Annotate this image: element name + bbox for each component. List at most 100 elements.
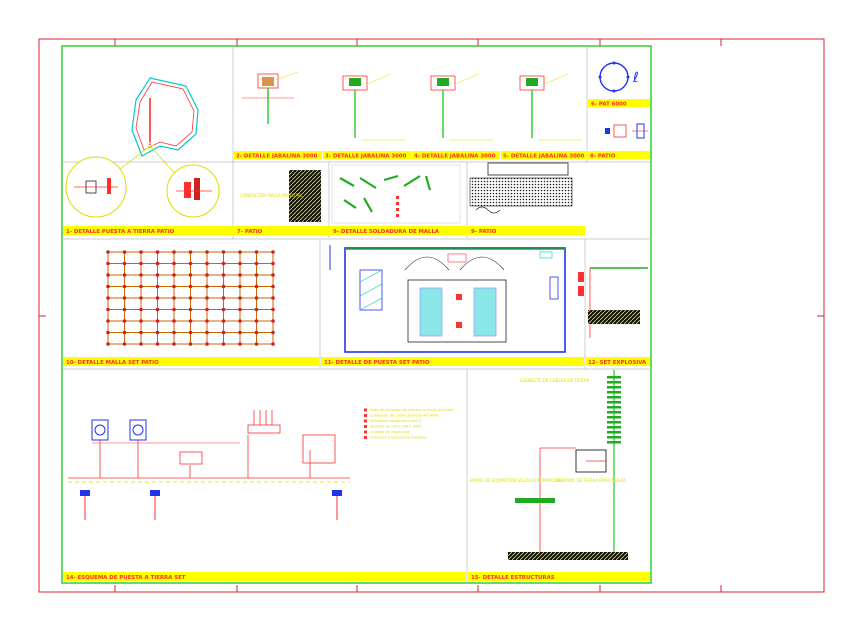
barra-label: BARRA DE EQUIPOTENCIALIZACION PRINCIPAL bbox=[470, 478, 563, 483]
title-p1: 1- DETALLE PUESTA A TIERRA PATIO bbox=[66, 229, 175, 235]
tower-rung bbox=[607, 441, 621, 444]
mesh-node bbox=[271, 261, 275, 266]
mesh-node bbox=[172, 261, 176, 266]
svg-text:ℓ: ℓ bbox=[632, 70, 639, 86]
title-p7: 7- PATIO bbox=[237, 229, 263, 235]
title-p3: 3- DETALLE JABALINA 3000 bbox=[325, 154, 407, 160]
mesh-node bbox=[106, 284, 110, 289]
mesh-node bbox=[254, 319, 259, 323]
legend-item: Conexion a estructura metalica bbox=[370, 436, 426, 440]
mesh-node bbox=[254, 342, 259, 346]
mesh-node bbox=[271, 342, 275, 346]
mesh-node bbox=[172, 330, 176, 335]
mesh-node bbox=[155, 273, 160, 277]
mesh-node bbox=[172, 273, 176, 277]
explosive-detail bbox=[578, 267, 648, 338]
mesh-node bbox=[221, 261, 226, 266]
legend-marker bbox=[364, 425, 367, 428]
title-p6: 6- PAT 6000 bbox=[591, 102, 627, 108]
mesh-node bbox=[221, 330, 226, 335]
mesh-node bbox=[238, 261, 242, 266]
legend-item: Camara de inspeccion bbox=[370, 430, 410, 434]
title-p8: 8- PATIO bbox=[590, 154, 616, 160]
mesh-node bbox=[271, 307, 275, 312]
legend-marker bbox=[364, 408, 367, 412]
title-p5: 5- DETALLE JABALINA 3000 bbox=[503, 154, 585, 160]
mesh-node bbox=[155, 284, 160, 289]
mesh-node bbox=[139, 319, 143, 323]
mesh-node bbox=[106, 342, 110, 346]
mesh-node bbox=[139, 307, 143, 312]
mesh-node bbox=[254, 284, 259, 289]
mesh-node bbox=[205, 261, 209, 266]
title-p11: 10- DETALLE MALLA SET PATIO bbox=[66, 360, 159, 366]
tower-rung bbox=[607, 421, 621, 424]
legend: Nota de conexion de tierra a la malla pr… bbox=[364, 408, 453, 440]
rod-details bbox=[242, 71, 582, 141]
mesh-node bbox=[188, 330, 193, 335]
control-label: CONTROL DE TIERRA PATIO NEGRA bbox=[556, 478, 626, 483]
mesh-node bbox=[155, 330, 160, 335]
mesh-node bbox=[122, 330, 127, 335]
mesh-node bbox=[172, 296, 176, 300]
pat-6000-detail: ℓ bbox=[598, 61, 648, 139]
title-p2: 2- DETALLE JABALINA 3000 bbox=[236, 154, 318, 160]
mesh-node bbox=[271, 319, 275, 323]
legend-item: Soldadura exotermica tipo X bbox=[370, 419, 422, 423]
title-texts: 1- DETALLE PUESTA A TIERRA PATIO 7- PATI… bbox=[66, 102, 647, 582]
mesh-node bbox=[238, 273, 242, 277]
mesh-node bbox=[205, 319, 209, 323]
title-p14: 14- ESQUEMA DE PUESTA A TIERRA SET bbox=[66, 575, 186, 581]
tower-rungs bbox=[607, 376, 621, 444]
weld-details bbox=[331, 164, 461, 224]
tower-rung bbox=[607, 396, 621, 399]
tower-rung bbox=[607, 386, 621, 389]
site-plan bbox=[65, 77, 220, 218]
legend-marker bbox=[364, 430, 367, 434]
mesh-node bbox=[271, 284, 275, 289]
mesh-node bbox=[221, 250, 226, 254]
mesh-node bbox=[205, 250, 209, 254]
mesh-node bbox=[188, 261, 193, 266]
mesh-node bbox=[205, 273, 209, 277]
mesh-node bbox=[139, 284, 143, 289]
mesh-node bbox=[188, 307, 193, 312]
mesh-node bbox=[106, 261, 110, 266]
tower-rung bbox=[607, 401, 621, 404]
legend-marker bbox=[364, 419, 367, 423]
mesh-node bbox=[122, 273, 127, 277]
mesh-node bbox=[254, 273, 259, 277]
mesh-node bbox=[238, 319, 242, 323]
tower-rung bbox=[607, 391, 621, 394]
mesh-node bbox=[238, 307, 242, 312]
mesh-node bbox=[271, 330, 275, 335]
title-p10: 9- PATIO bbox=[471, 229, 497, 235]
mesh-node bbox=[106, 330, 110, 335]
mesh-node bbox=[271, 273, 275, 277]
mesh-node bbox=[155, 342, 160, 346]
mesh-node bbox=[106, 319, 110, 323]
mesh-node bbox=[122, 319, 127, 323]
legend-item: Jabalina de cobre 5/8 x 3000 bbox=[369, 425, 422, 429]
legend-item: Conductor de cobre desnudo 4/0 AWG bbox=[370, 414, 439, 418]
ground-section-10 bbox=[469, 162, 573, 214]
mesh-node bbox=[238, 342, 242, 346]
mesh-node bbox=[172, 342, 176, 346]
mesh-node bbox=[106, 307, 110, 312]
mesh-node bbox=[188, 296, 193, 300]
tower-rung bbox=[607, 381, 621, 384]
mesh-node bbox=[155, 296, 160, 300]
mesh-node bbox=[254, 307, 259, 312]
mesh-node bbox=[106, 296, 110, 300]
mesh-node bbox=[139, 342, 143, 346]
mesh-node bbox=[155, 261, 160, 266]
mesh-node bbox=[238, 330, 242, 335]
title-p13: 12- SET EXPLOSIVA bbox=[588, 360, 647, 366]
mesh-node bbox=[139, 273, 143, 277]
tower-rung bbox=[607, 416, 621, 419]
tower-rung bbox=[607, 426, 621, 429]
mesh-node bbox=[221, 342, 226, 346]
mesh-node bbox=[254, 330, 259, 335]
ground-mesh bbox=[106, 250, 275, 346]
mesh-node bbox=[139, 250, 143, 254]
